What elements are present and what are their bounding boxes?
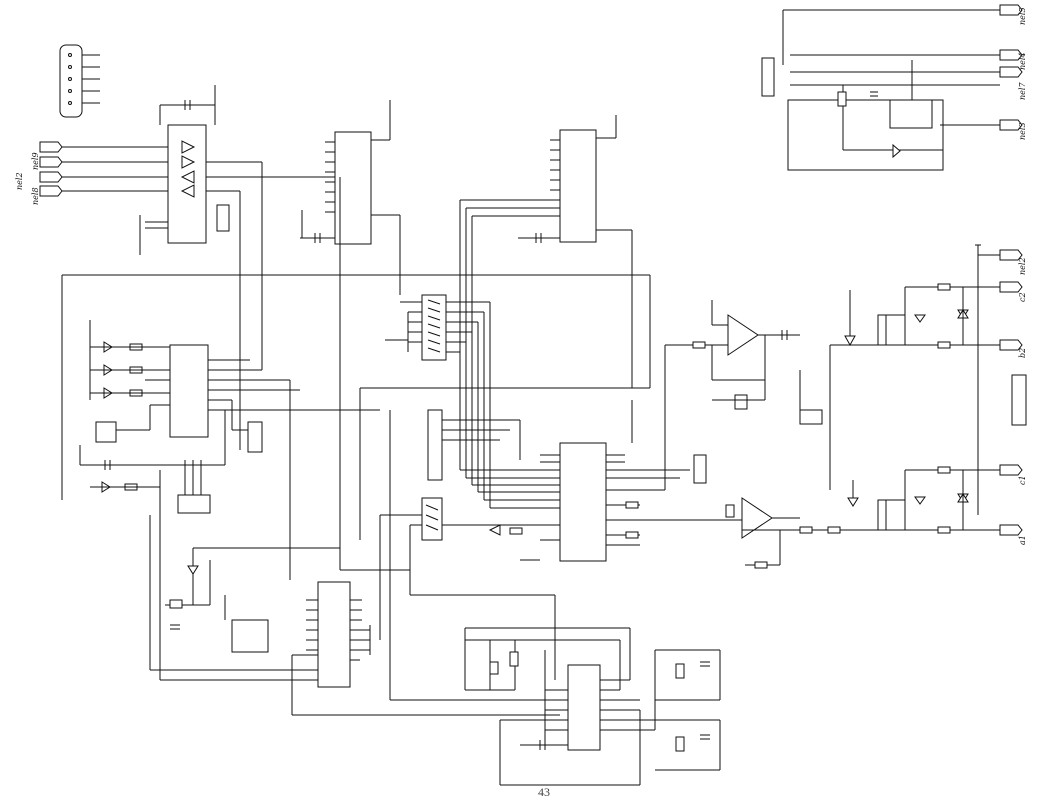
led-indicator-block xyxy=(79,320,380,580)
shift-register-block xyxy=(300,100,633,388)
signal-label-nel3: nel3 xyxy=(1018,122,1027,140)
page-number: 43 xyxy=(538,785,550,799)
signal-label-c1: c1 xyxy=(1018,475,1027,485)
analog-signal-block: nel2 c2 b2 c1 a1 xyxy=(665,244,1027,569)
signal-label-nel2: nel2 xyxy=(15,172,24,190)
signal-label-nel8: nel8 xyxy=(31,187,40,205)
decoder-block xyxy=(149,410,560,716)
signal-label-b2: b2 xyxy=(1018,348,1027,358)
signal-label-nel7: nel7 xyxy=(1018,82,1027,100)
serial-port-block: nel9 nel2 nel8 xyxy=(15,44,340,255)
driver-block xyxy=(464,627,721,786)
microcontroller-block xyxy=(379,345,720,680)
signal-label-nel2-right: nel2 xyxy=(1018,257,1027,275)
power-sense-block: nel5 nel4 nel7 nel3 xyxy=(761,4,1027,171)
signal-label-c2: c2 xyxy=(1018,292,1027,302)
signal-label-nel4: nel4 xyxy=(1018,52,1027,70)
signal-label-nel9: nel9 xyxy=(31,152,40,170)
bus-routing xyxy=(61,162,651,571)
signal-label-nel5: nel5 xyxy=(1018,7,1027,25)
signal-label-a1: a1 xyxy=(1018,535,1027,545)
